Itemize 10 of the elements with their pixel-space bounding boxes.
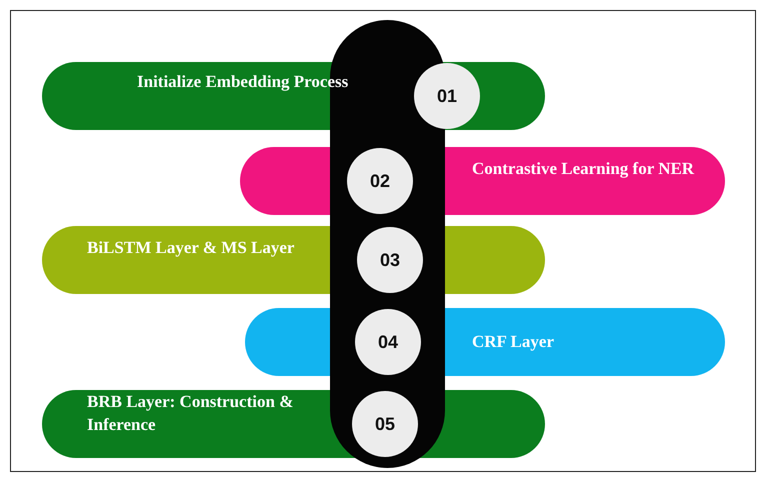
step-number: 02 [370, 170, 390, 192]
step-number: 05 [374, 414, 396, 434]
step-title: BRB Layer: Construction & Inference [87, 391, 294, 436]
step-title: Initialize Embedding Process [137, 71, 350, 93]
step-title: CRF Layer [472, 331, 555, 353]
step-number: 04 [378, 332, 398, 352]
step-title: BiLSTM Layer & MS Layer [87, 237, 296, 259]
step-number: 01 [436, 86, 458, 106]
step-number: 03 [380, 250, 400, 270]
step-title: Contrastive Learning for NER [472, 158, 696, 180]
